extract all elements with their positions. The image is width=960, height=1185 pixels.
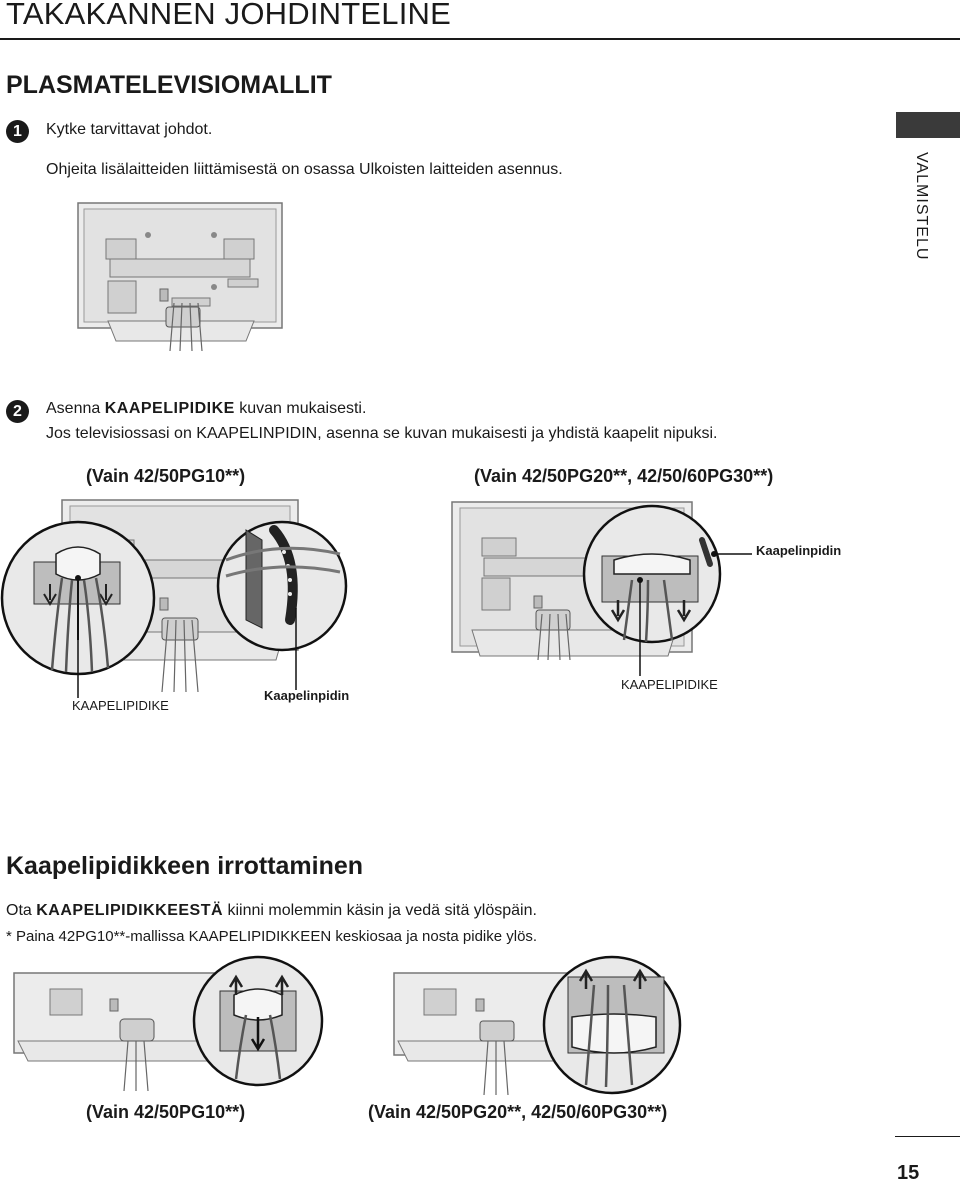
removal-line-1: Ota KAAPELIPIDIKKEESTÄ kiinni molemmin k… [6,902,537,920]
page-title: TAKAKANNEN JOHDINTELINE [6,0,451,32]
step-2-line-1-pre: Asenna [46,400,105,417]
removal-caption-right: (Vain 42/50PG20**, 42/50/60PG30**) [368,1102,667,1123]
step-1-line-1: Kytke tarvittavat johdot. [46,121,212,139]
callout-kaapelipidike-right: KAAPELIPIDIKE [621,677,718,692]
side-tab-label: VALMISTELU [912,152,930,260]
removal-line-1-pre: Ota [6,902,36,919]
callout-kaapelinpidin-left: Kaapelinpidin [264,688,349,703]
removal-title: Kaapelipidikkeen irrottaminen [6,852,363,881]
tv-back-illustration-step1 [78,203,288,353]
removal-line-1-post: kiinni molemmin käsin ja vedä sitä ylösp… [223,902,537,919]
step-2-badge: 2 [6,400,29,423]
tv-back-illustration-right-model [452,500,752,680]
removal-illustration-left [14,955,344,1095]
callout-kaapelinpidin-right: Kaapelinpidin [756,543,841,558]
removal-note: * Paina 42PG10**-mallissa KAAPELIPIDIKKE… [6,928,537,945]
tv-back-illustration-left-model [0,500,355,695]
removal-caption-left: (Vain 42/50PG10**) [86,1102,245,1123]
side-tab-marker [896,112,960,138]
title-rule [0,38,960,40]
step-1-badge: 1 [6,120,29,143]
page-number-rule [895,1136,960,1137]
removal-illustration-right [394,955,694,1105]
step-2-line-1: Asenna KAAPELIPIDIKE kuvan mukaisesti. [46,400,366,418]
callout-kaapelipidike-left: KAAPELIPIDIKE [72,698,169,713]
page-number: 15 [897,1162,919,1185]
step-1-line-2: Ohjeita lisälaitteiden liittämisestä on … [46,161,563,179]
section-title: PLASMATELEVISIOMALLIT [6,71,332,100]
step-2-line-1-post: kuvan mukaisesti. [235,400,367,417]
step-2-line-1-bold: KAAPELIPIDIKE [105,400,235,417]
caption-left-model: (Vain 42/50PG10**) [86,466,245,487]
step-2-line-2: Jos televisiossasi on KAAPELINPIDIN, ase… [46,425,717,443]
removal-line-1-bold: KAAPELIPIDIKKEESTÄ [36,902,223,919]
caption-right-model: (Vain 42/50PG20**, 42/50/60PG30**) [474,466,773,487]
